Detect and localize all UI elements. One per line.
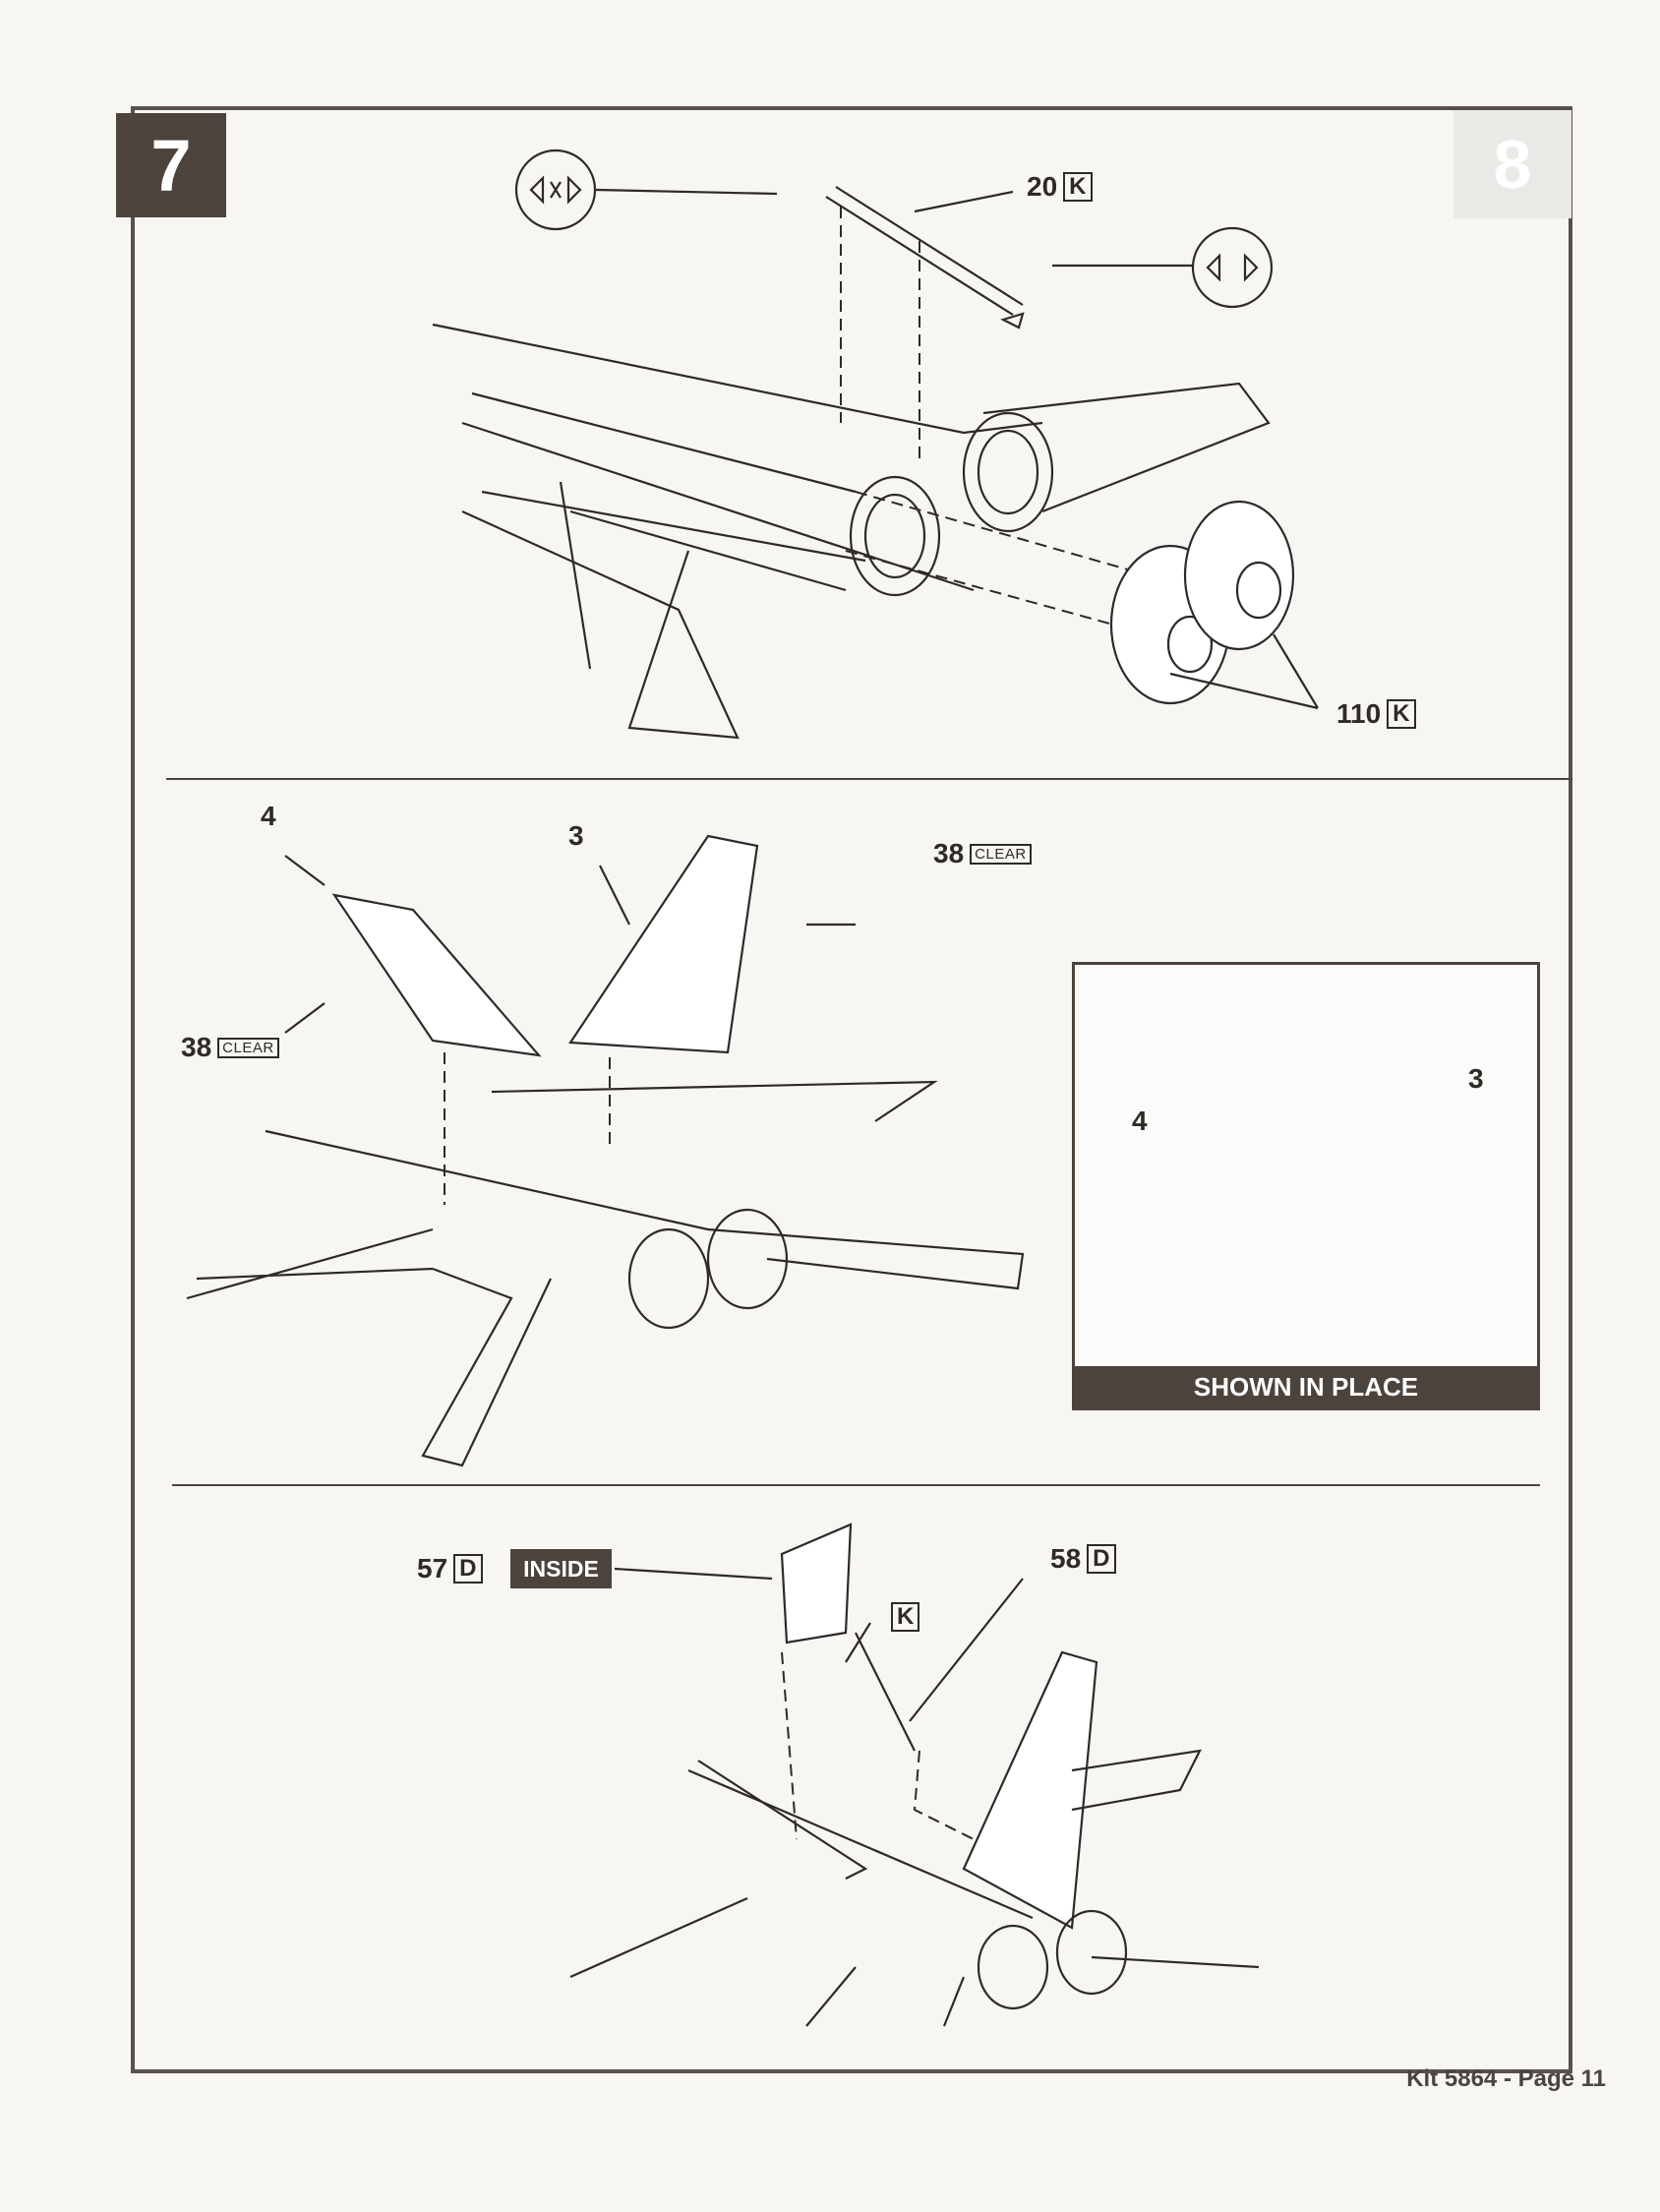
clear-tag: CLEAR xyxy=(217,1037,279,1058)
part-number: 57 xyxy=(417,1553,448,1584)
callout-part-3: 3 xyxy=(568,820,584,852)
shown-in-place-inset: 4 3 SHOWN IN PLACE xyxy=(1072,962,1540,1410)
next-step-ghost: 8 xyxy=(1453,110,1571,218)
sprue-letter: K xyxy=(1063,172,1093,202)
callout-part-58: 58 D xyxy=(1050,1543,1116,1575)
callout-part-57: 57 D xyxy=(417,1553,483,1584)
sprue-letter: D xyxy=(1087,1544,1116,1574)
callout-part-110: 110 K xyxy=(1336,698,1416,730)
part-number: 3 xyxy=(568,820,584,851)
cement-icon xyxy=(1191,226,1274,309)
part-number: 38 xyxy=(933,838,965,868)
step-number: 7 xyxy=(116,113,226,217)
part-number: 20 xyxy=(1027,171,1058,202)
clear-tag: CLEAR xyxy=(970,843,1032,865)
part-number: 38 xyxy=(181,1032,212,1062)
sprue-letter: K xyxy=(891,1602,920,1632)
divider xyxy=(172,1484,1540,1486)
inset-caption: SHOWN IN PLACE xyxy=(1075,1366,1537,1407)
cement-icon xyxy=(514,149,597,231)
callout-part-38-right: 38 CLEAR xyxy=(933,838,1032,869)
callout-part-4: 4 xyxy=(261,801,276,832)
inset-label-4: 4 xyxy=(1132,1106,1148,1136)
sprue-letter: D xyxy=(453,1554,483,1584)
page-frame xyxy=(131,106,1572,2073)
callout-part-20: 20 K xyxy=(1027,171,1093,203)
panel3-aircraft-drawing xyxy=(569,1523,1260,2027)
callout-sprue-k: K xyxy=(891,1602,920,1632)
sprue-letter: K xyxy=(1387,699,1416,729)
inside-tag: INSIDE xyxy=(510,1549,612,1588)
page-footer: Kit 5864 - Page 11 xyxy=(1406,2065,1606,2092)
callout-part-38-left: 38 CLEAR xyxy=(181,1032,279,1063)
panel1-aircraft-drawing xyxy=(432,149,1319,740)
part-number: 110 xyxy=(1336,698,1382,729)
part-number: 4 xyxy=(261,801,276,831)
part-number: 58 xyxy=(1050,1543,1082,1574)
divider xyxy=(166,778,1572,780)
inset-label-3: 3 xyxy=(1468,1063,1484,1094)
